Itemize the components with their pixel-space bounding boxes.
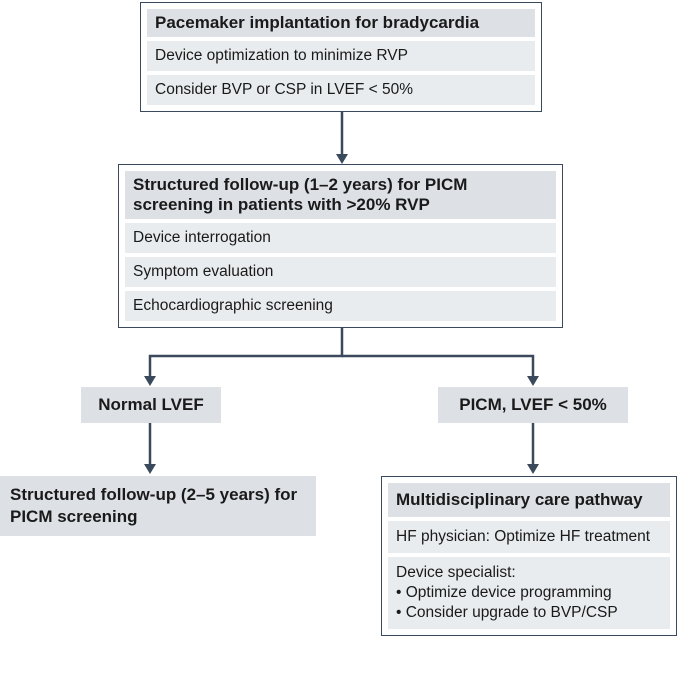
arrowhead-picm [527,376,539,386]
box1-item: Consider BVP or CSP in LVEF < 50% [147,75,535,105]
box2-title: Structured follow-up (1–2 years) for PIC… [125,171,556,219]
connector-split [148,325,344,378]
long-term-followup-box: Structured follow-up (2–5 years) for PIC… [0,476,316,536]
arrowhead-pathway [527,464,539,474]
connector-split-right [342,354,535,378]
box3-title: Multidisciplinary care pathway [388,483,670,517]
arrowhead-box2 [336,154,348,164]
box1-title: Pacemaker implantation for bradycardia [147,9,535,37]
followup-box: Structured follow-up (1–2 years) for PIC… [118,164,563,328]
device-specialist-title: Device specialist: [396,564,516,581]
box2-item: Echocardiographic screening [125,291,556,321]
arrowhead-normal-lvef [144,376,156,386]
device-bullet: • Consider upgrade to BVP/CSP [396,604,618,621]
hf-physician-item: HF physician: Optimize HF treatment [388,521,670,553]
pacemaker-box: Pacemaker implantation for bradycardia D… [140,2,542,112]
box2-item: Symptom evaluation [125,257,556,287]
normal-lvef-label: Normal LVEF [81,387,221,423]
arrowhead-followup [144,464,156,474]
box2-item: Device interrogation [125,223,556,253]
box1-item: Device optimization to minimize RVP [147,41,535,71]
picm-lvef-label: PICM, LVEF < 50% [438,387,628,423]
device-specialist-item: Device specialist: • Optimize device pro… [388,557,670,629]
device-bullet: • Optimize device programming [396,584,612,601]
multidisciplinary-box: Multidisciplinary care pathway HF physic… [381,476,677,636]
